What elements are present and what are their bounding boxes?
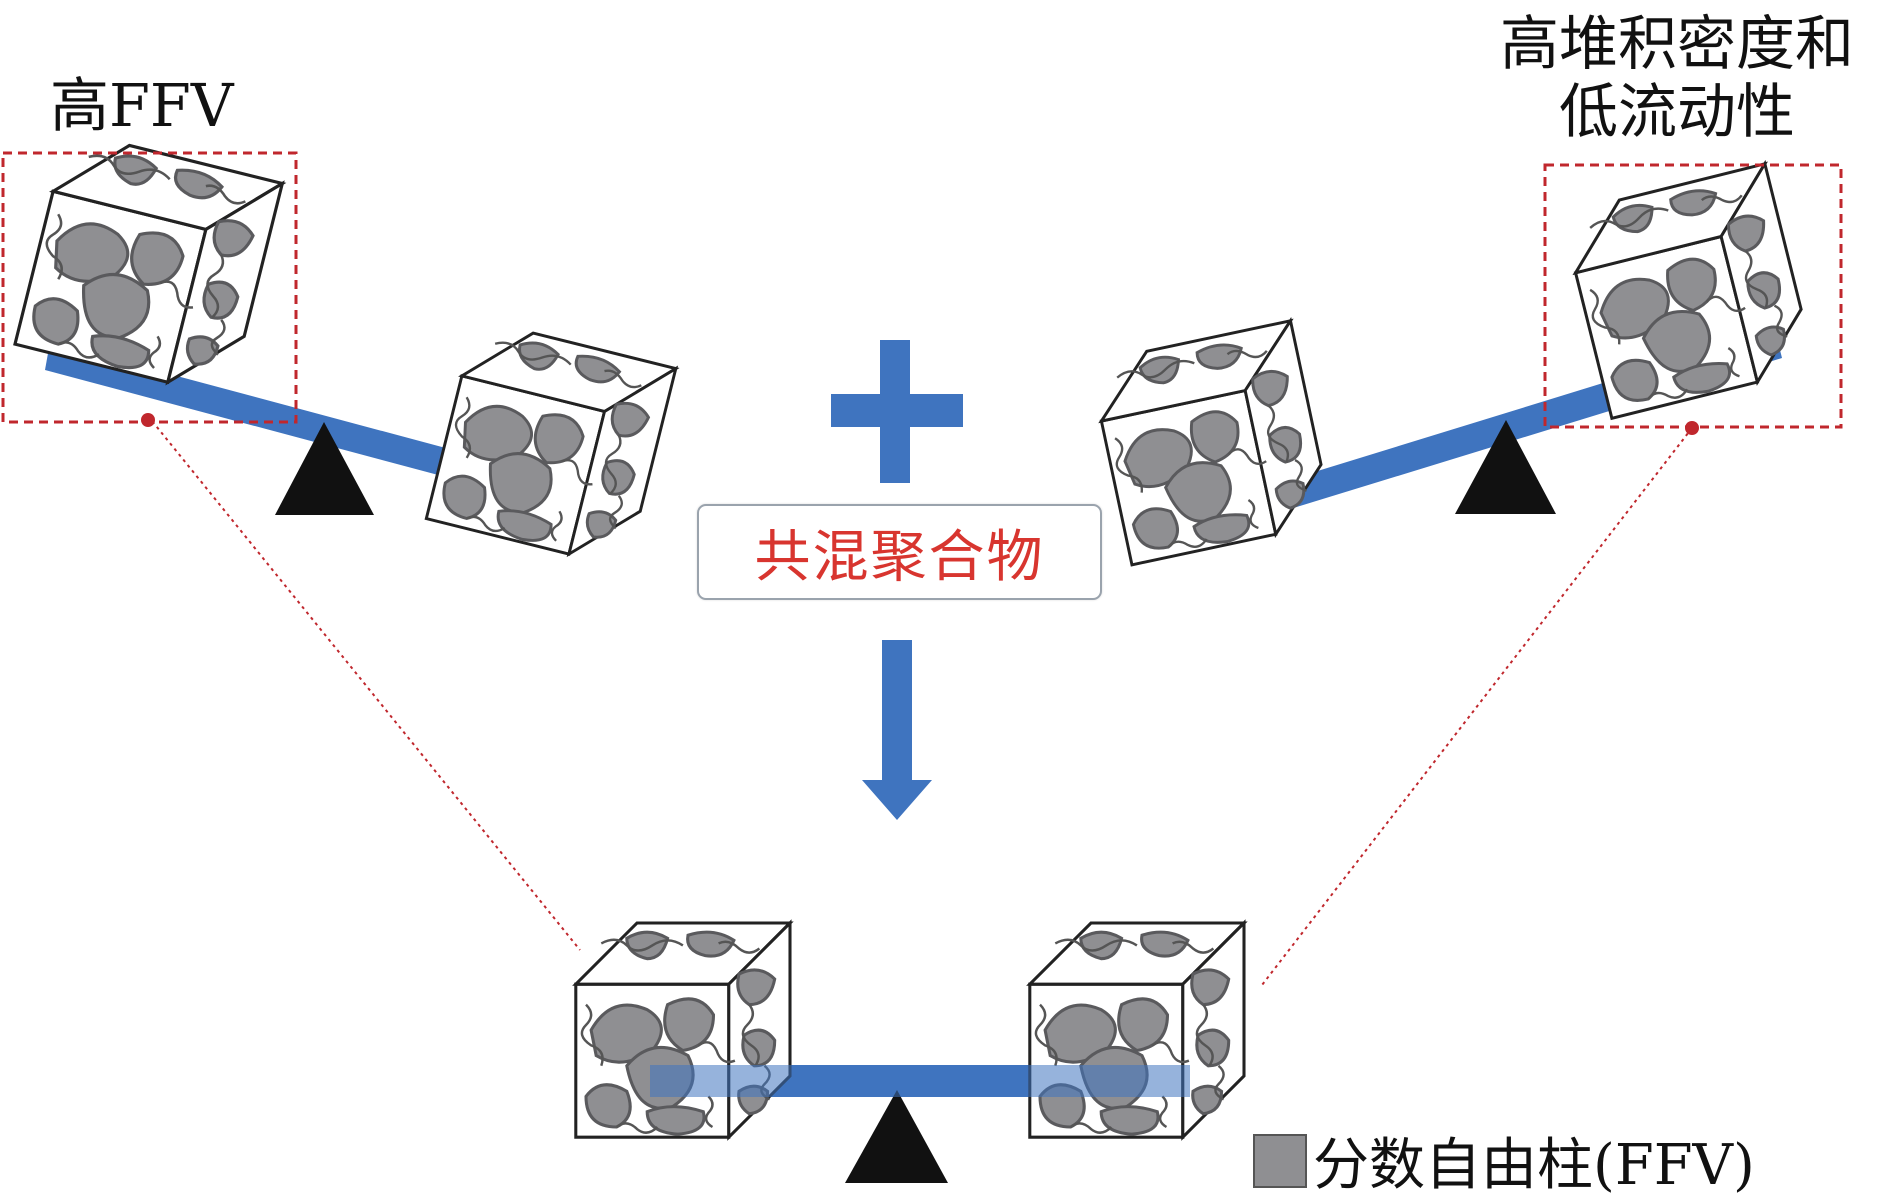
high-density-label: 高堆积密度和 低流动性 — [1500, 10, 1854, 146]
legend-label: 分数自由柱(FFV) — [1313, 1133, 1755, 1198]
right-heavy-cube — [1559, 162, 1818, 420]
left-fulcrum-icon — [275, 422, 374, 515]
high-density-label-line1: 高堆积密度和 — [1500, 9, 1855, 78]
legend-swatch — [1253, 1133, 1307, 1188]
left-marker-dot — [141, 413, 155, 427]
connector-right — [1261, 427, 1693, 986]
connector-left — [147, 415, 581, 951]
right-fulcrum-icon — [1455, 420, 1556, 514]
down-arrow-icon — [862, 640, 932, 820]
right-light-cube — [1087, 319, 1335, 567]
bottom-fulcrum-icon — [845, 1090, 948, 1183]
left-light-cube — [424, 317, 678, 570]
connector-lines — [147, 415, 1693, 986]
left-seesaw — [1, 128, 678, 570]
blend-polymer-box: 共混聚合物 — [697, 504, 1102, 600]
legend: 分数自由柱(FFV) — [1253, 1120, 1755, 1201]
bottom-left-cube — [574, 921, 792, 1139]
high-density-label-line2: 低流动性 — [1559, 76, 1796, 146]
bottom-right-cube — [1028, 921, 1246, 1139]
right-seesaw — [1087, 162, 1843, 567]
high-ffv-label: 高FFV — [50, 71, 234, 140]
right-marker-dot — [1685, 421, 1699, 435]
plus-icon — [831, 340, 963, 483]
bottom-seesaw — [574, 921, 1246, 1183]
blend-polymer-label: 共混聚合物 — [754, 524, 1045, 590]
